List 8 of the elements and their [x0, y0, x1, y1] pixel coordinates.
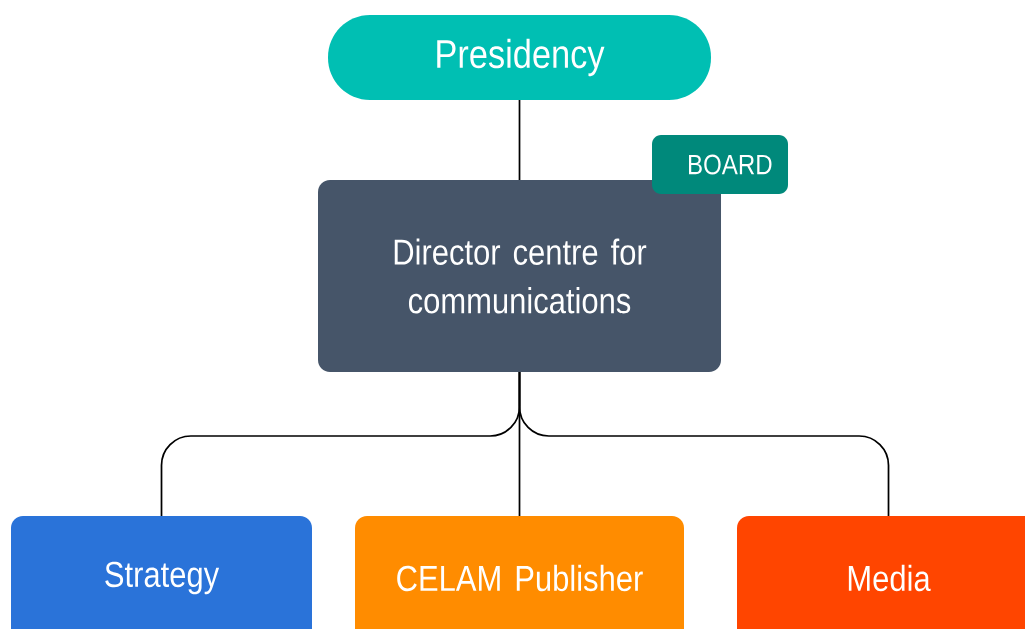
connector-line [518, 99, 521, 181]
process-box: CELAM Publisher [355, 516, 684, 629]
process-box: Director centre for communications [318, 180, 721, 372]
process-box: Strategy [11, 516, 312, 629]
connector-line [518, 371, 890, 517]
process-box: Media [737, 516, 1025, 629]
tag-box: BOARD [652, 135, 788, 194]
pill-box: Presidency [328, 15, 711, 100]
